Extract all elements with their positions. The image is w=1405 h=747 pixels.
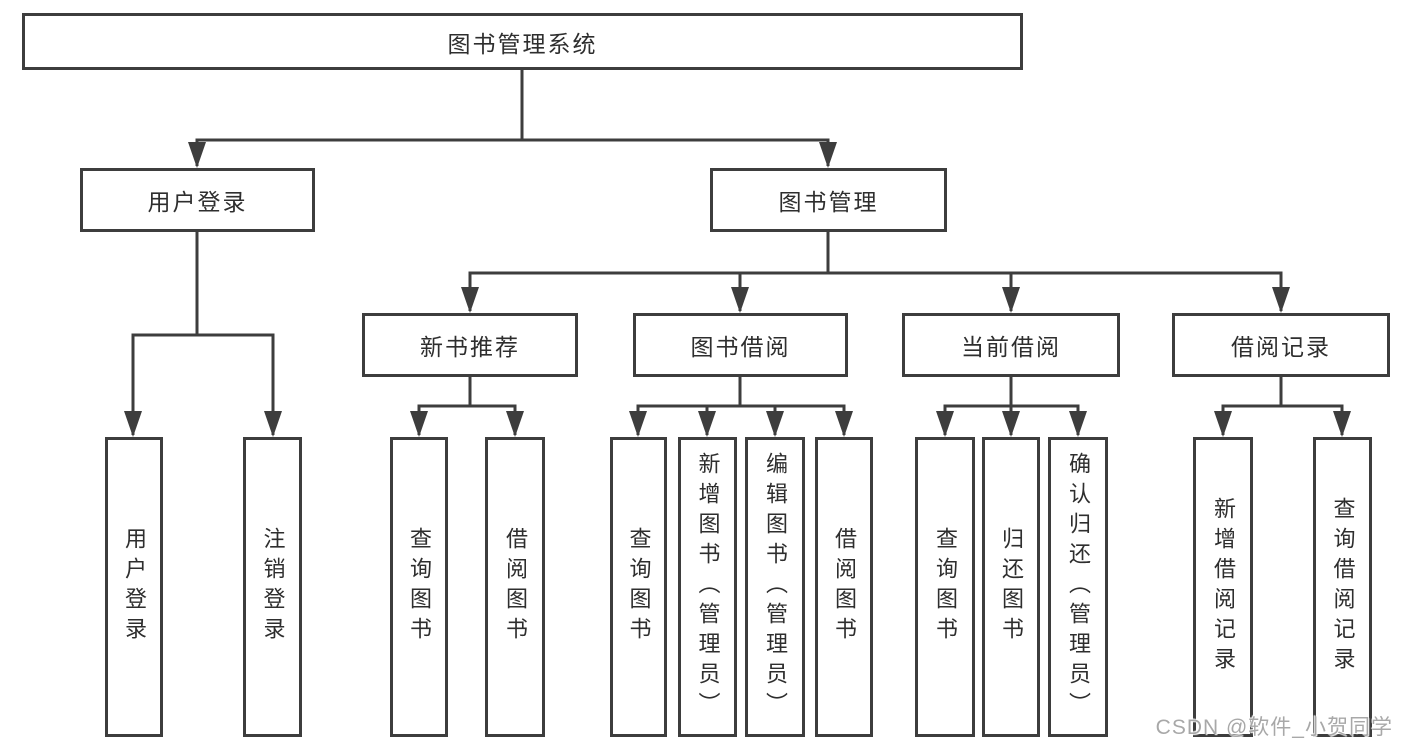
- node-label: 新书推荐: [420, 334, 520, 360]
- node-label: 新增借阅记录: [1211, 497, 1236, 677]
- leaf-records-query-record: 查询借阅记录: [1313, 437, 1372, 737]
- node-label: 用户登录: [122, 527, 147, 647]
- leaf-user-login: 用户登录: [105, 437, 163, 737]
- connector-book-management-children: [461, 232, 1290, 313]
- node-borrow-records: 借阅记录: [1172, 313, 1390, 377]
- node-label: 图书管理: [778, 189, 879, 215]
- node-label: 用户登录: [147, 189, 248, 215]
- leaf-borrow-query-book: 查询图书: [610, 437, 667, 737]
- node-label: 借阅图书: [832, 527, 857, 647]
- leaf-current-query-book: 查询图书: [915, 437, 975, 737]
- leaf-logout: 注销登录: [243, 437, 302, 737]
- node-label: 编辑图书（管理员）: [763, 452, 788, 722]
- connector-new-book-recommend-children: [410, 377, 524, 437]
- connector-book-borrow-children: [629, 377, 853, 437]
- node-label: 当前借阅: [961, 334, 1061, 360]
- node-current-borrow: 当前借阅: [902, 313, 1120, 377]
- leaf-borrow-add-book-admin: 新增图书（管理员）: [678, 437, 737, 737]
- leaf-borrow-edit-book-admin: 编辑图书（管理员）: [745, 437, 805, 737]
- node-label: 借阅记录: [1231, 334, 1331, 360]
- node-root: 图书管理系统: [22, 13, 1023, 70]
- node-label: 借阅图书: [503, 527, 528, 647]
- node-label: 查询借阅记录: [1330, 497, 1356, 677]
- node-label: 归还图书: [999, 527, 1024, 647]
- node-label: 图书借阅: [690, 334, 791, 360]
- leaf-recommend-borrow-book: 借阅图书: [485, 437, 545, 737]
- node-root-label: 图书管理系统: [447, 30, 598, 57]
- leaf-current-return-book: 归还图书: [982, 437, 1040, 737]
- node-book-borrow: 图书借阅: [633, 313, 848, 377]
- leaf-borrow-borrow-book: 借阅图书: [815, 437, 873, 737]
- leaf-recommend-query-book: 查询图书: [390, 437, 448, 737]
- leaf-current-confirm-return-admin: 确认归还（管理员）: [1048, 437, 1108, 737]
- node-label: 查询图书: [407, 527, 432, 647]
- csdn-watermark: CSDN @软件_小贺同学: [1155, 716, 1393, 739]
- node-label: 确认归还（管理员）: [1066, 452, 1091, 722]
- connector-user-login-children: [124, 232, 282, 437]
- node-user-login: 用户登录: [80, 168, 315, 232]
- leaf-records-add-record: 新增借阅记录: [1193, 437, 1253, 737]
- node-book-management: 图书管理: [710, 168, 947, 232]
- connector-root-to-level2: [188, 70, 837, 168]
- connector-current-borrow-children: [936, 377, 1087, 437]
- node-label: 查询图书: [933, 527, 958, 647]
- connector-borrow-records-children: [1214, 377, 1351, 437]
- node-new-book-recommend: 新书推荐: [362, 313, 578, 377]
- node-label: 新增图书（管理员）: [695, 452, 721, 722]
- node-label: 查询图书: [626, 527, 652, 647]
- node-label: 注销登录: [260, 527, 286, 647]
